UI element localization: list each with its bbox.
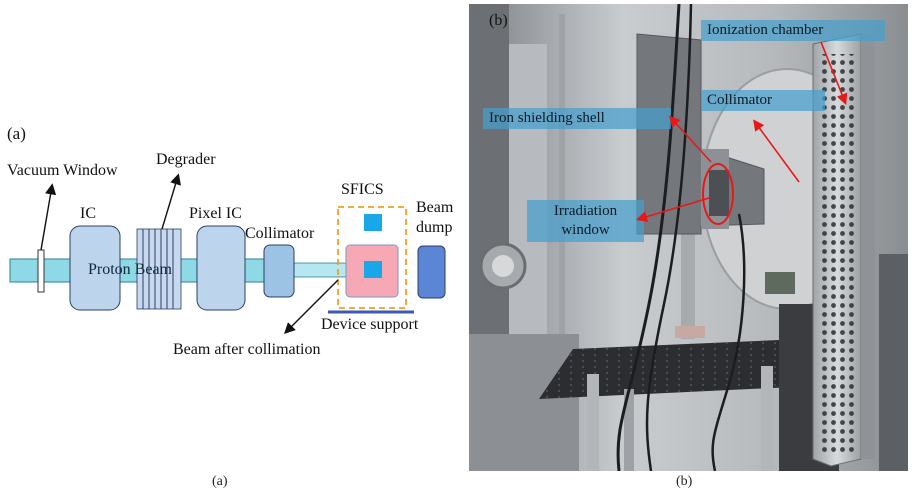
ic-box (69, 225, 121, 311)
irradiation-window-label-line1: Irradiation (553, 203, 618, 219)
degrader-arrow (161, 173, 181, 230)
panel-a-tag: (a) (7, 124, 26, 143)
ic-label: IC (80, 205, 96, 222)
irradiation-window-label: Irradiation window (527, 200, 644, 242)
beam-after-collimation-label: Beam after collimation (173, 341, 321, 358)
collimator-photo-label: Collimator (701, 90, 825, 111)
device-support-label: Device support (321, 316, 419, 333)
collimator-box (263, 244, 295, 298)
caption-b: (b) (676, 474, 693, 489)
sfics-small-square (364, 214, 382, 231)
vacuum-window (37, 249, 45, 293)
beam-dump-label-line2: dump (416, 219, 453, 236)
vacuum-window-label: Vacuum Window (7, 162, 118, 179)
beam-after-arrow (284, 279, 339, 334)
caption-a: (a) (212, 474, 228, 489)
proton-beam-label: Proton Beam (88, 261, 172, 278)
degrader-label: Degrader (156, 151, 216, 168)
beam-dump-label-line1: Beam (416, 199, 454, 216)
irradiation-window-highlight (702, 163, 734, 225)
pixel-ic-box (196, 225, 246, 311)
vertical-support-pole (681, 219, 695, 339)
vacuum-window-arrow (40, 183, 57, 251)
panel-b-tag: (b) (489, 12, 508, 29)
beam-dump-box (417, 245, 446, 299)
iron-shielding-shell-label: Iron shielding shell (483, 108, 671, 129)
ionization-chamber-label: Ionization chamber (701, 20, 885, 41)
degrader-plates (136, 228, 182, 310)
sfics-dashed-border (337, 206, 407, 309)
irradiation-window-label-line2: window (561, 222, 610, 238)
sfics-label: SFICS (341, 181, 384, 198)
collimator-label: Collimator (245, 225, 315, 242)
pixel-ic-label: Pixel IC (189, 205, 242, 222)
irradiation-setup-photo: (b) Ionization chamber Collimator Iron s… (469, 4, 908, 471)
cable-left (616, 4, 681, 471)
sfics-inner-square (364, 261, 382, 278)
